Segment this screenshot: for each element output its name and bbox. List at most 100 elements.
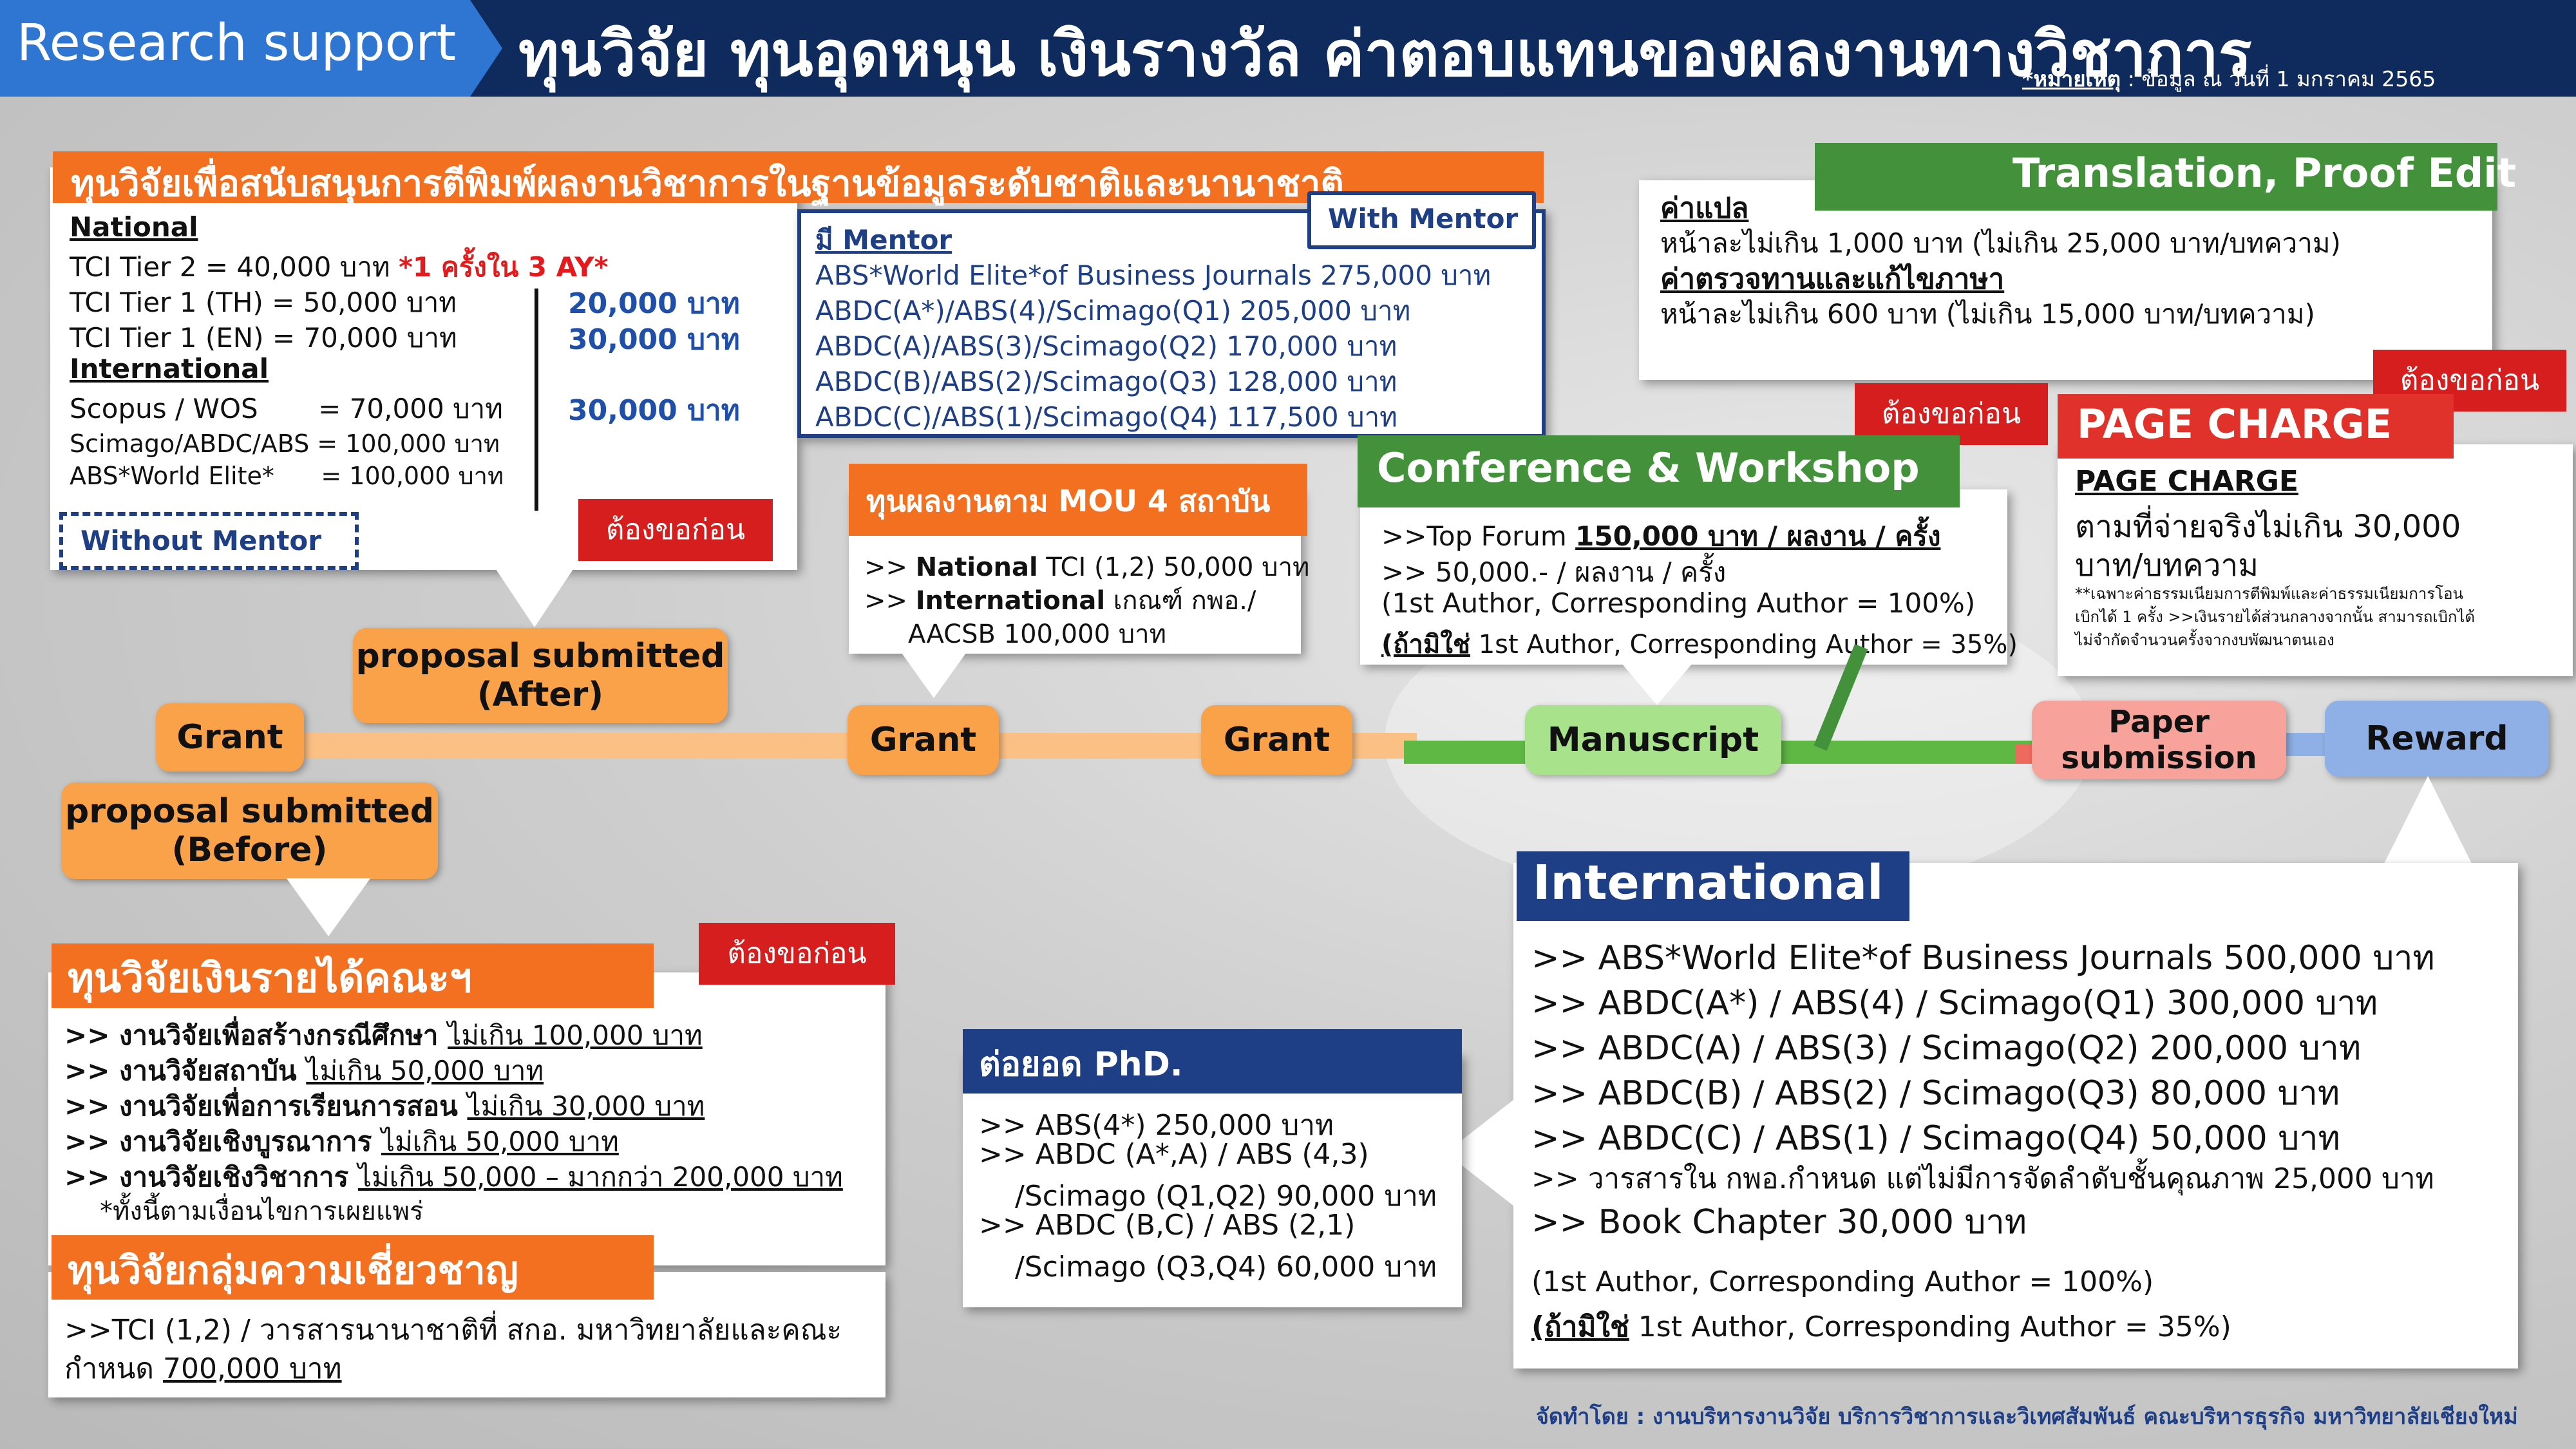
- proposal-before-line-2: (Before): [171, 831, 328, 869]
- page-charge-note-2: เบิกได้ 1 ครั้ง >>เงินรายได้ส่วนกลางจากน…: [2075, 608, 2476, 626]
- conference-line-1: >>Top Forum 150,000 บาท / ผลงาน / ครั้ง: [1381, 515, 1940, 558]
- with-mentor-tag: [1307, 191, 1536, 249]
- extra-30000-b: 30,000 บาท: [568, 394, 740, 427]
- with-mentor-line-4: ABDC(B)/ABS(2)/Scimago(Q3) 128,000 บาท: [815, 366, 1397, 397]
- faculty-fund-note: *ทั้งนี้ตามเงื่อนไขการเผยแพร่: [100, 1197, 424, 1226]
- grant-step-2: Grant: [848, 705, 999, 775]
- international-line-6: >> วารสารใน กพอ.กำหนด แต่ไม่มีการจัดลำดั…: [1531, 1162, 2434, 1195]
- phd-title: [963, 1029, 1462, 1094]
- national-heading: National: [70, 211, 198, 243]
- phd-line-1: >> ABS(4*) 250,000 บาท: [979, 1109, 1334, 1142]
- international-author-2-rest: 1st Author, Corresponding Author = 35%): [1629, 1311, 2231, 1343]
- header-tag-label: Research support: [17, 14, 457, 72]
- page-title: ทุนวิจัย ทุนอุดหนุน เงินรางวัล ค่าตอบแทน…: [518, 18, 2252, 90]
- grant-step-1: Grant: [156, 703, 304, 772]
- faculty-fund-row-5-amount: ไม่เกิน 50,000 – มากกว่า 200,000 บาท: [357, 1161, 843, 1193]
- tci-tier1-en: TCI Tier 1 (EN) = 70,000 บาท: [70, 322, 457, 354]
- faculty-fund-row-2-amount: ไม่เกิน 50,000 บาท: [306, 1055, 544, 1086]
- conference-line-3: (1st Author, Corresponding Author = 100%…: [1381, 587, 1976, 619]
- with-mentor-line-3: ABDC(A)/ABS(3)/Scimago(Q2) 170,000 บาท: [815, 330, 1397, 362]
- extra-30000-a: 30,000 บาท: [568, 323, 740, 356]
- international-author-2-u: (ถ้ามิใช่: [1531, 1311, 1629, 1343]
- faculty-fund-row-3-amount: ไม่เกิน 30,000 บาท: [467, 1090, 705, 1122]
- proof-text: หน้าละไม่เกิน 600 บาท (ไม่เกิน 15,000 บา…: [1660, 298, 2315, 330]
- mou-title: [849, 464, 1307, 536]
- translation-panel: [1639, 180, 2492, 380]
- header-note-label: *หมายเหตุ: [2022, 66, 2121, 91]
- paper-submission-line-1: Paper: [2108, 704, 2210, 740]
- ask-first-tag-conference: ต้องขอก่อน: [1855, 383, 2048, 445]
- conference-line-2: >> 50,000.- / ผลงาน / ครั้ง: [1381, 556, 1727, 588]
- faculty-fund-row-3: >> งานวิจัยเพื่อการเรียนการสอน ไม่เกิน 3…: [64, 1085, 705, 1128]
- international-author-2: (ถ้ามิใช่ 1st Author, Corresponding Auth…: [1531, 1304, 2231, 1349]
- translation-tag-text: Translation, Proof Edit: [2012, 149, 2517, 196]
- proposal-before-line-1: proposal submitted: [65, 792, 434, 831]
- mou-title-text: ทุนผลงานตาม MOU 4 สถาบัน: [866, 484, 1271, 518]
- header-tag: Research support: [0, 0, 502, 97]
- faculty-fund-row-4-amount: ไม่เกิน 50,000 บาท: [381, 1126, 619, 1157]
- international-line-5: >> ABDC(C) / ABS(1) / Scimago(Q4) 50,000…: [1531, 1119, 2340, 1158]
- faculty-fund-row-4: >> งานวิจัยเชิงบูรณาการ ไม่เกิน 50,000 บ…: [64, 1121, 619, 1163]
- timeline-blue-track: [2280, 733, 2331, 756]
- phd-panel: [963, 1053, 1462, 1307]
- conference-line-4-u: (ถ้ามิใช่: [1381, 630, 1471, 659]
- mou-line-1-prefix: >>: [864, 553, 916, 582]
- conference-line-1-prefix: >>Top Forum: [1381, 520, 1576, 552]
- faculty-fund-title: [52, 943, 654, 1008]
- grant-step-3: Grant: [1201, 705, 1352, 775]
- conference-line-1-amount: 150,000 บาท / ผลงาน / ครั้ง: [1575, 520, 1941, 552]
- faculty-fund-row-1: >> งานวิจัยเพื่อสร้างกรณีศึกษา ไม่เกิน 1…: [64, 1014, 703, 1057]
- mou-line-2: >> International เกณฑ์ กพอ./: [864, 580, 1256, 621]
- faculty-fund-row-3-label: >> งานวิจัยเพื่อการเรียนการสอน: [64, 1090, 468, 1122]
- phd-line-2: >> ABDC (A*,A) / ABS (4,3): [979, 1138, 1369, 1171]
- international-line-1: >> ABS*World Elite*of Business Journals …: [1531, 939, 2435, 978]
- proposal-before-step: proposal submitted(Before): [61, 782, 438, 879]
- international-author-1: (1st Author, Corresponding Author = 100%…: [1531, 1265, 2154, 1298]
- conference-pointer: [1622, 663, 1692, 705]
- conference-line-4-rest: 1st Author, Corresponding Author = 35%): [1470, 630, 2018, 659]
- footer-credit: จัดทำโดย : งานบริหารงานวิจัย บริการวิชาก…: [1536, 1404, 2518, 1430]
- mou-line-2-rest: เกณฑ์ กพอ./: [1105, 586, 1256, 616]
- international-panel: [1513, 863, 2518, 1368]
- scimago-abdc-abs: Scimago/ABDC/ABS = 100,000 บาท: [70, 430, 500, 458]
- page-charge-heading: PAGE CHARGE: [2075, 465, 2298, 498]
- expertise-fund-title: [52, 1235, 654, 1300]
- with-mentor-tag-text: With Mentor: [1328, 203, 1519, 234]
- international-line-2: >> ABDC(A*) / ABS(4) / Scimago(Q1) 300,0…: [1531, 984, 2378, 1023]
- international-heading: International: [70, 353, 269, 384]
- faculty-fund-row-5-label: >> งานวิจัยเชิงวิชาการ: [64, 1161, 358, 1193]
- reward-step: Reward: [2325, 701, 2549, 777]
- page-charge-line-2: บาท/บทความ: [2075, 547, 2259, 583]
- header-note-text: : ข้อมูล ณ วันที่ 1 มกราคม 2565: [2121, 66, 2436, 91]
- translation-heading: ค่าแปล: [1660, 192, 1749, 225]
- translation-tag: [1815, 143, 2497, 211]
- conference-title: [1358, 435, 1960, 507]
- international-line-3: >> ABDC(A) / ABS(3) / Scimago(Q2) 200,00…: [1531, 1029, 2362, 1068]
- paper-submission-line-2: submission: [2061, 740, 2257, 776]
- with-mentor-line-1: ABS*World Elite*of Business Journals 275…: [815, 260, 1492, 291]
- phd-line-5: /Scimago (Q3,Q4) 60,000 บาท: [979, 1251, 1437, 1283]
- page-charge-note-1: **เฉพาะค่าธรรมเนียมการตีพิมพ์และค่าธรรมเ…: [2075, 585, 2463, 603]
- mou-line-1: >> National TCI (1,2) 50,000 บาท: [864, 546, 1309, 587]
- page-charge-title: [2058, 394, 2454, 459]
- mou-line-3: AACSB 100,000 บาท: [908, 620, 1166, 649]
- page-charge-title-text: PAGE CHARGE: [2077, 401, 2392, 448]
- expertise-fund-line-1: >>TCI (1,2) / วารสารนานาชาติที่ สกอ. มหา…: [64, 1314, 842, 1347]
- expertise-fund-line-2: กำหนด 700,000 บาท: [64, 1346, 342, 1391]
- publication-support-title: [53, 151, 1544, 203]
- expertise-fund-line-2-prefix: กำหนด: [64, 1352, 163, 1385]
- without-mentor-box: [59, 512, 359, 570]
- book-chapter: >> Book Chapter 30,000 บาท: [1531, 1203, 2027, 1242]
- page-charge-note-3: ไม่จำกัดจำนวนครั้งจากงบพัฒนาตนเอง: [2075, 631, 2334, 649]
- translation-text: หน้าละไม่เกิน 1,000 บาท (ไม่เกิน 25,000 …: [1660, 227, 2341, 259]
- international-line-4: >> ABDC(B) / ABS(2) / Scimago(Q3) 80,000…: [1531, 1074, 2340, 1113]
- tci-tier2: TCI Tier 2 = 40,000 บาท *1 ครั้งใน 3 AY*: [70, 246, 609, 289]
- abs-world-elite: ABS*World Elite* = 100,000 บาท: [70, 462, 504, 490]
- faculty-fund-title-text: ทุนวิจัยเงินรายได้คณะฯ: [68, 954, 472, 1001]
- callout-pointer: [496, 569, 573, 627]
- tci-tier2-text: TCI Tier 2 = 40,000 บาท: [70, 251, 390, 283]
- divider-line: [535, 289, 538, 511]
- faculty-fund-row-1-amount: ไม่เกิน 100,000 บาท: [448, 1019, 703, 1051]
- proposal-after-step: proposal submitted(After): [353, 628, 728, 723]
